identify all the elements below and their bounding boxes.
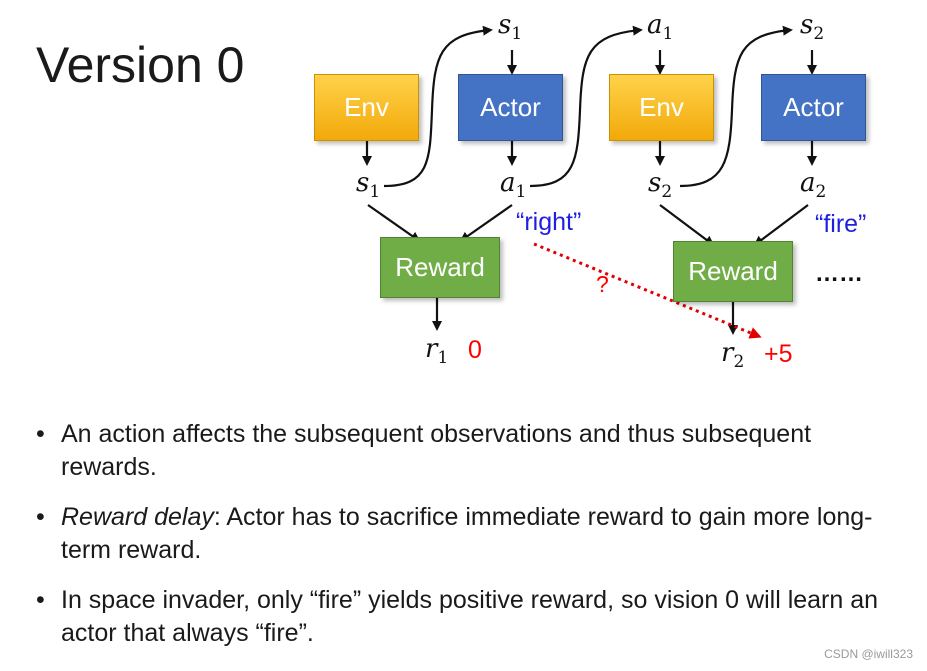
var-a2-bottom: a2 [800, 168, 827, 203]
arrow-a2-to-reward2 [753, 204, 809, 246]
arrow-s2-to-reward2 [659, 204, 715, 246]
arrow-s1-to-reward1 [367, 204, 421, 242]
curve-a1-to-top [529, 25, 643, 188]
bullet-item-2: Reward delay: Actor has to sacrifice imm… [34, 501, 894, 567]
action-label-right: “right” [516, 208, 582, 236]
bullet-list: An action affects the subsequent observa… [34, 418, 894, 667]
reward-value-r2: +5 [764, 340, 793, 368]
arrow-a1-to-reward1 [459, 204, 513, 242]
env-box-2: Env [609, 74, 714, 141]
dotted-arrow-right-to-r2 [533, 242, 762, 339]
var-s1-bottom: s1 [356, 168, 381, 203]
diagram-arrows [362, 25, 817, 339]
watermark: CSDN @iwill323 [824, 647, 913, 661]
reward-value-r1: 0 [468, 336, 482, 364]
action-label-fire: “fire” [815, 210, 867, 238]
emphasis-reward-delay: Reward delay [61, 503, 214, 531]
var-a1-top: a1 [647, 10, 674, 45]
slide-title: Version 0 [36, 37, 245, 93]
ellipsis: …… [815, 260, 863, 287]
curve-s1-to-top [383, 25, 493, 188]
var-s2-top: s2 [800, 10, 825, 45]
var-s2-bottom: s2 [648, 168, 673, 203]
actor-box-2: Actor [761, 74, 866, 141]
var-s1-top: s1 [498, 10, 523, 45]
reward-box-2: Reward [673, 241, 793, 302]
reward-box-1: Reward [380, 237, 500, 298]
env-box-1: Env [314, 74, 419, 141]
question-mark: ? [596, 271, 609, 297]
bullet-item-1: An action affects the subsequent observa… [34, 418, 894, 484]
var-a1-bottom: a1 [500, 168, 527, 203]
var-r2: r2 [721, 338, 745, 373]
actor-box-1: Actor [458, 74, 563, 141]
var-r1: r1 [425, 334, 449, 369]
bullet-item-3: In space invader, only “fire” yields pos… [34, 584, 894, 650]
curve-s2-to-top [679, 25, 793, 188]
